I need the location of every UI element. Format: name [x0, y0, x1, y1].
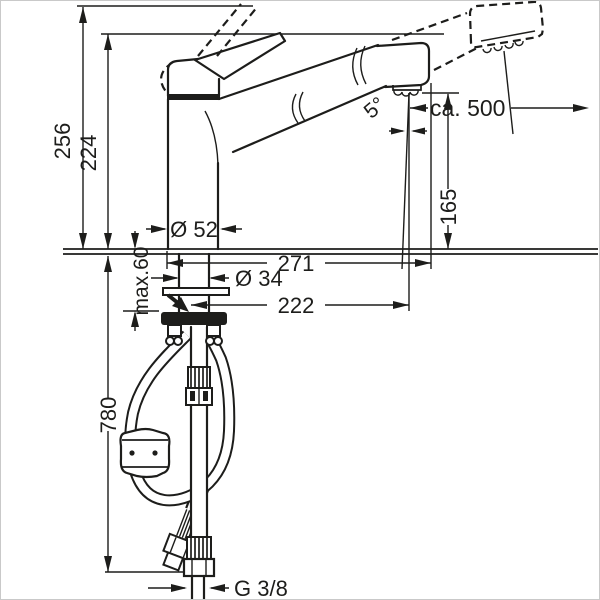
dimension-224: 224	[76, 34, 112, 249]
pullout-hose-loop	[124, 330, 236, 507]
dimension-256: 256	[50, 7, 87, 249]
reference-lines	[63, 5, 598, 573]
insert-arrow-icon	[166, 293, 189, 312]
dimension-780: 780	[96, 256, 121, 572]
dimension-g38: G 3/8	[148, 576, 288, 599]
dim-label-780: 780	[96, 397, 121, 434]
dim-label-g38: G 3/8	[234, 576, 288, 599]
dim-label-d34: Ø 34	[235, 266, 283, 291]
dim-label-max60: max.60	[130, 247, 153, 316]
dim-label-d52: Ø 52	[170, 217, 218, 242]
dim-label-256: 256	[50, 123, 75, 160]
dimension-271: 271	[167, 251, 431, 276]
dim-label-222: 222	[278, 293, 315, 318]
spray-pulled-out-dashed	[391, 1, 545, 71]
dimension-diameter-34: Ø 34	[151, 266, 283, 291]
dimension-max60: max.60	[130, 231, 153, 331]
dim-label-ca500: ca. 500	[430, 95, 505, 121]
faucet-body	[166, 41, 431, 251]
dim-label-165: 165	[436, 189, 461, 226]
supply-hose-vertical	[182, 325, 216, 599]
dimension-222: 222	[191, 293, 409, 318]
dim-label-5deg: 5°	[360, 93, 390, 124]
dim-label-271: 271	[278, 251, 315, 276]
faucet-lever	[193, 31, 287, 81]
dimension-165: 165	[436, 93, 461, 249]
hose-weight	[119, 427, 171, 479]
dimension-5deg: 5°	[360, 93, 427, 135]
mounting-shank	[161, 252, 230, 346]
dim-label-224: 224	[76, 135, 101, 172]
dimension-diameter-52: Ø 52	[146, 217, 242, 242]
dimension-ca500: ca. 500	[410, 95, 589, 121]
lever-raised-dashed	[160, 3, 259, 95]
